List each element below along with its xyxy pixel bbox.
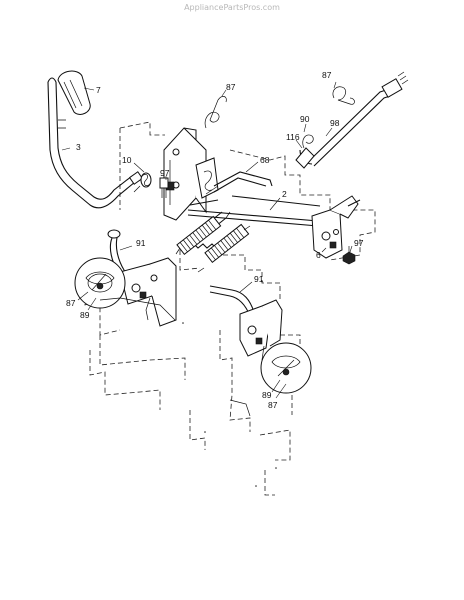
callout-97-left: 97 [160,168,170,178]
callout-97-right: 97 [354,238,364,248]
cross-shaft-part [187,195,331,228]
callout-91-left: 91 [136,238,146,248]
handle-grip-part [57,70,91,115]
lower-deck-shapes [99,297,251,417]
center-bracket-part [163,96,227,221]
callout-91-right: 91 [254,274,264,284]
callout-89-left: 89 [80,310,90,320]
callout-10: 10 [122,155,132,165]
callout-87-right: 87 [322,70,332,80]
callout-116: 116 [286,132,300,142]
right-lift-arm-part [209,285,283,361]
callout-7: 7 [96,85,101,95]
callout-90: 90 [300,114,310,124]
callout-labels: 7 87 87 3 90 98 116 10 68 97 2 6 97 91 8… [61,70,364,410]
callout-87-left: 87 [66,298,76,308]
right-clip-inset [260,342,312,394]
callout-89-right: 89 [262,390,272,400]
top-rod-part [295,71,409,169]
watermark-text: AppliancePartsPros.com [184,3,280,12]
callout-98: 98 [330,118,340,128]
link-rods-part [205,171,273,195]
callout-6: 6 [316,250,321,260]
lift-handle-rod [47,77,144,209]
right-bracket-part [311,195,361,259]
callout-87-bottom: 87 [268,400,278,410]
spring-knob-part [133,172,152,193]
callout-68: 68 [260,155,270,165]
bolt-left-part [159,177,169,198]
nut-right-part [342,246,356,265]
left-lift-arm-part [107,229,177,327]
callout-87-top: 87 [226,82,236,92]
specks [182,322,277,487]
callout-2: 2 [282,189,287,199]
left-clip-inset [74,257,126,309]
springs-part [175,211,251,273]
callout-3: 3 [76,142,81,152]
